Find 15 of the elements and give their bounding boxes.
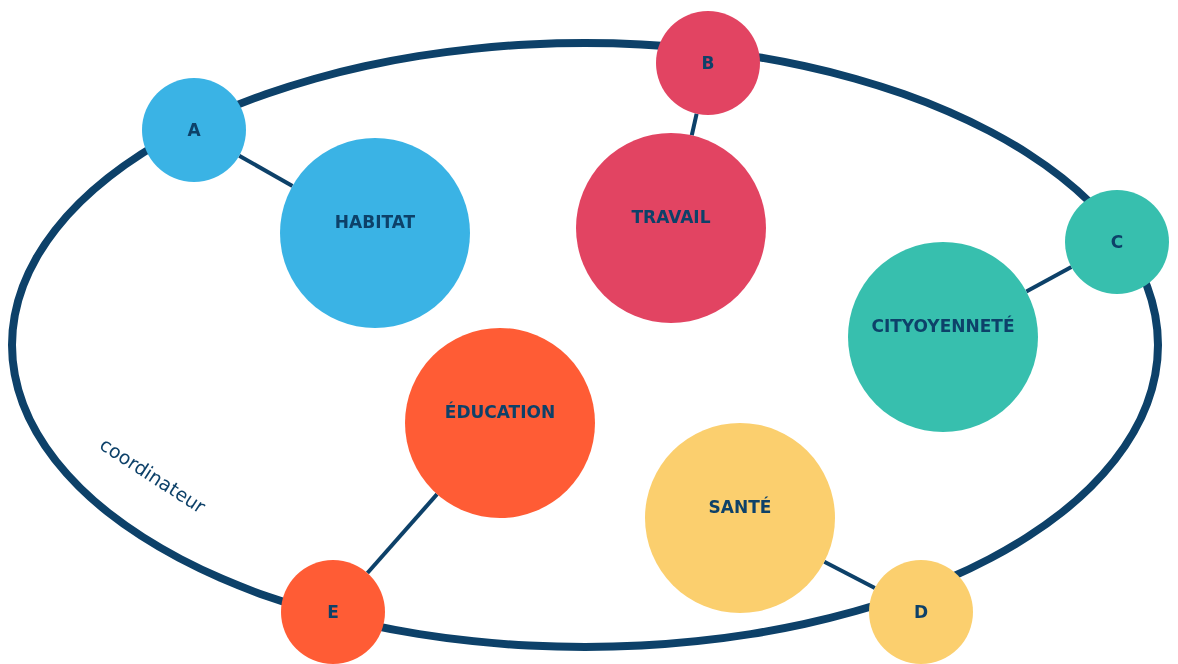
letter-label: A <box>187 120 201 140</box>
letter-label: B <box>701 53 715 73</box>
letter-label: E <box>327 602 339 622</box>
connector-line <box>365 492 439 575</box>
topic-label: HABITAT <box>334 212 416 232</box>
letter-label: D <box>913 602 929 622</box>
letter-label: C <box>1110 232 1124 252</box>
connector-line <box>689 113 699 136</box>
topic-label: SANTÉ <box>708 497 772 517</box>
topic-label: ÉDUCATION <box>444 402 556 422</box>
connector-line <box>238 154 294 188</box>
connector-line <box>1025 265 1073 294</box>
topic-label: CITYOYENNETÉ <box>871 316 1015 336</box>
connector-line <box>823 560 876 590</box>
topic-label: TRAVAIL <box>631 207 711 227</box>
